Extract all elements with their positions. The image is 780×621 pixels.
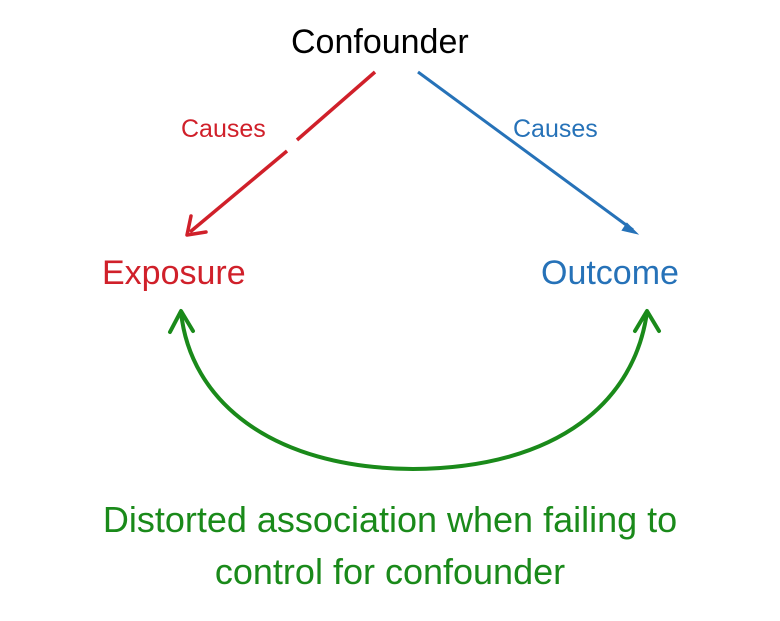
outcome-arrowhead <box>621 222 640 235</box>
exposure-association-arrowhead <box>168 309 195 334</box>
outcome-node: Outcome <box>541 254 679 292</box>
confounder-node: Confounder <box>291 23 469 61</box>
confounder-to-exposure-label: Causes <box>181 115 266 143</box>
confounder-to-outcome-label: Causes <box>513 115 598 143</box>
caption-line-2: control for confounder <box>214 551 566 592</box>
exposure-arrowhead <box>185 214 208 237</box>
association-caption: Distorted association when failing to co… <box>0 494 780 598</box>
caption-line-1: Distorted association when failing to <box>102 499 678 540</box>
association-curve <box>179 311 649 472</box>
confounder-to-exposure-arrow <box>188 149 289 234</box>
confounder-to-outcome-arrow <box>417 70 634 232</box>
exposure-node: Exposure <box>102 254 246 292</box>
outcome-association-arrowhead <box>633 309 661 333</box>
confounder-to-exposure-arrow-upper <box>295 70 377 142</box>
